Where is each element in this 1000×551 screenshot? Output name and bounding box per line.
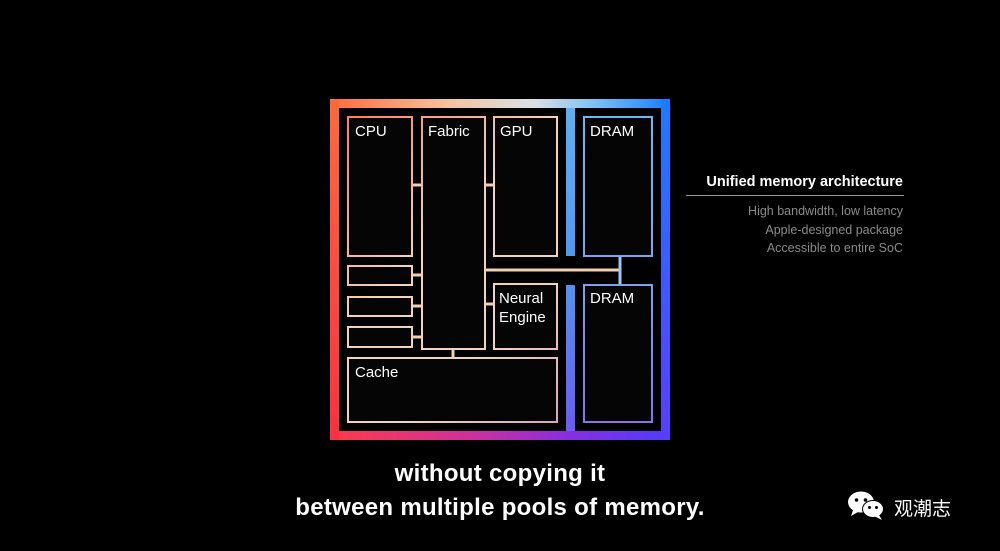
cache-label: Cache xyxy=(355,364,398,381)
small-block-2 xyxy=(347,296,413,317)
neural-engine-block xyxy=(493,283,558,350)
neural-engine-label-line1: Neural xyxy=(499,290,543,307)
gpu-block xyxy=(493,116,558,257)
cpu-block xyxy=(347,116,413,257)
feature-panel-title: Unified memory architecture xyxy=(686,172,904,196)
dram-top-label: DRAM xyxy=(590,123,634,140)
fabric-label: Fabric xyxy=(428,123,470,140)
feature-item: Apple-designed package xyxy=(765,222,903,237)
small-block-1 xyxy=(347,265,413,286)
dram-bottom-label: DRAM xyxy=(590,290,634,307)
small-block-3 xyxy=(347,326,413,348)
fabric-block xyxy=(421,116,486,350)
wechat-icon xyxy=(846,489,886,526)
watermark: 观潮志 xyxy=(846,491,951,523)
dram-blocks xyxy=(583,116,653,423)
feature-item: Accessible to entire SoC xyxy=(766,241,903,255)
dram-top-block xyxy=(583,116,653,257)
dram-bottom-block xyxy=(583,284,653,423)
cache-block xyxy=(347,357,558,423)
subtitle-line-2: between multiple pools of memory. xyxy=(295,494,705,521)
interconnect xyxy=(412,183,622,357)
feature-list: High bandwidth, low latency Apple-design… xyxy=(686,202,904,258)
watermark-text: 观潮志 xyxy=(894,497,952,520)
feature-item: High bandwidth, low latency xyxy=(748,204,903,218)
feature-panel: Unified memory architecture High bandwid… xyxy=(686,172,904,258)
subtitle-line-1: without copying it xyxy=(394,460,606,487)
neural-engine-label-line2: Engine xyxy=(499,309,546,326)
soc-blocks xyxy=(347,116,558,423)
gpu-label: GPU xyxy=(500,123,533,140)
cpu-label: CPU xyxy=(355,123,387,140)
package-frame xyxy=(330,99,670,440)
